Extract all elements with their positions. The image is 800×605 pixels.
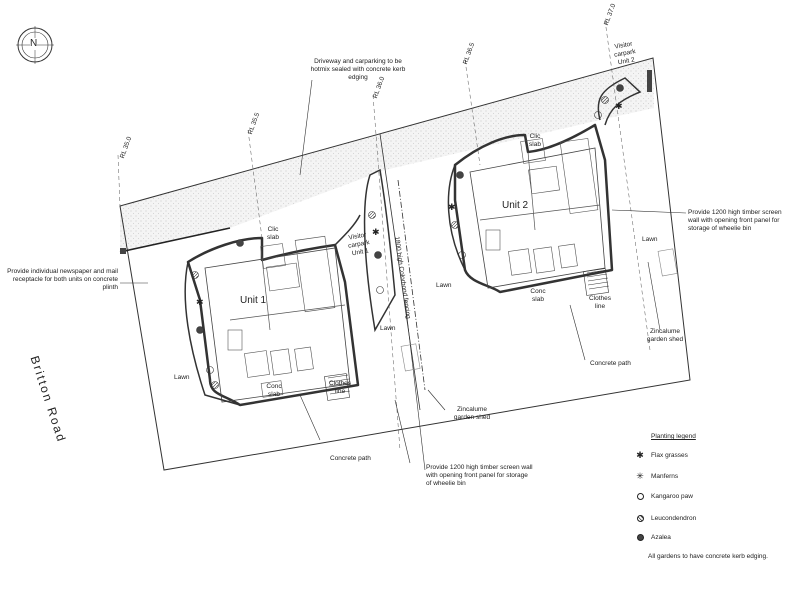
front-fence — [119, 227, 231, 253]
level-lines — [117, 19, 651, 451]
garden-bed-unit-1 — [184, 214, 361, 406]
unit-2-screen-wall-note: Provide 1200 high timber screen wall wit… — [688, 209, 782, 232]
unit-1-concrete-path-label: Concrete path — [330, 455, 371, 462]
planting-legend-title: Planting legend — [651, 433, 696, 440]
lot-divider — [379, 133, 421, 411]
unit-1-garden-shed-label: Zincalume garden shed — [453, 406, 491, 421]
unit-2-concrete-path-label: Concrete path — [590, 360, 631, 367]
legend-item-flax: ✱ Flax grasses — [636, 450, 688, 460]
unit-2-clic-slab: Clic slab — [529, 133, 541, 148]
legend-item-label: Leucondendron — [651, 514, 697, 522]
lawn-label-unit-1-side: Lawn — [380, 325, 396, 332]
garden-bed-center — [363, 168, 396, 333]
legend-item-manferns: ✳ Manferns — [636, 471, 679, 481]
mailbox-note: Provide individual newspaper and mail re… — [7, 268, 118, 291]
svg-text:✱: ✱ — [615, 101, 623, 111]
unit-2-clothes-line: Clothes line — [588, 295, 612, 310]
legend-item-label: Kangaroo paw — [651, 492, 693, 500]
leader-lines — [120, 79, 687, 471]
legend-note: All gardens to have concrete kerb edging… — [648, 553, 768, 560]
legend-item-label: Flax grasses — [651, 451, 688, 459]
colorbond-fence — [397, 179, 426, 391]
unit-2-label: Unit 2 — [502, 200, 529, 211]
garden-shed-unit-2 — [657, 248, 678, 277]
legend-item-azalea: Azalea — [636, 533, 671, 541]
unit-1-screen-wall-note: Provide 1200 high timber screen wall wit… — [426, 464, 533, 487]
mailbox-plinth — [120, 248, 126, 254]
lawn-label-unit-1-front: Lawn — [174, 374, 190, 381]
legend-item-label: Manferns — [651, 472, 679, 480]
unit-2-visitor-carpark: Visitor carpark Unit 2 — [613, 40, 637, 67]
unit-1-conc-slab: Conc slab — [266, 383, 282, 398]
unit-2-building — [453, 123, 614, 296]
unit-1-visitor-carpark: Visitor carpark Unit 1 — [347, 231, 371, 258]
svg-text:✱: ✱ — [448, 202, 456, 212]
north-letter: N — [30, 38, 38, 50]
circle-hatched-icon — [636, 514, 644, 522]
palm-icon: ✳ — [636, 471, 644, 481]
legend-item-kangaroo-paw: Kangaroo paw — [636, 492, 693, 500]
circle-dark-icon — [636, 533, 644, 541]
unit-1-clothes-line: Clothes line — [328, 380, 352, 395]
unit-1-label: Unit 1 — [240, 295, 267, 306]
svg-text:✱: ✱ — [196, 297, 204, 307]
lot-boundary — [119, 57, 691, 471]
lawn-label-unit-2-side: Lawn — [642, 236, 658, 243]
asterisk-icon: ✱ — [636, 450, 644, 460]
unit-1-building — [186, 235, 360, 407]
circle-outline-icon — [636, 492, 644, 500]
lawn-label-unit-2-front: Lawn — [436, 282, 452, 289]
driveway-area — [120, 58, 654, 252]
garden-shed-unit-1 — [400, 343, 421, 372]
legend-item-label: Azalea — [651, 533, 671, 541]
unit-1-clic-slab: Clic slab — [267, 226, 279, 241]
plants: ✱ ✱ ✱ ✱ — [191, 84, 624, 389]
unit-2-conc-slab: Conc slab — [530, 288, 546, 303]
svg-text:✱: ✱ — [372, 227, 380, 237]
visitor-parking-2-post — [647, 70, 652, 92]
driveway-note: Driveway and carparking to be hotmix sea… — [310, 58, 406, 81]
unit-2-garden-shed-label: Zincalume garden shed — [646, 328, 684, 343]
legend-item-leucondendron: Leucondendron — [636, 514, 696, 522]
